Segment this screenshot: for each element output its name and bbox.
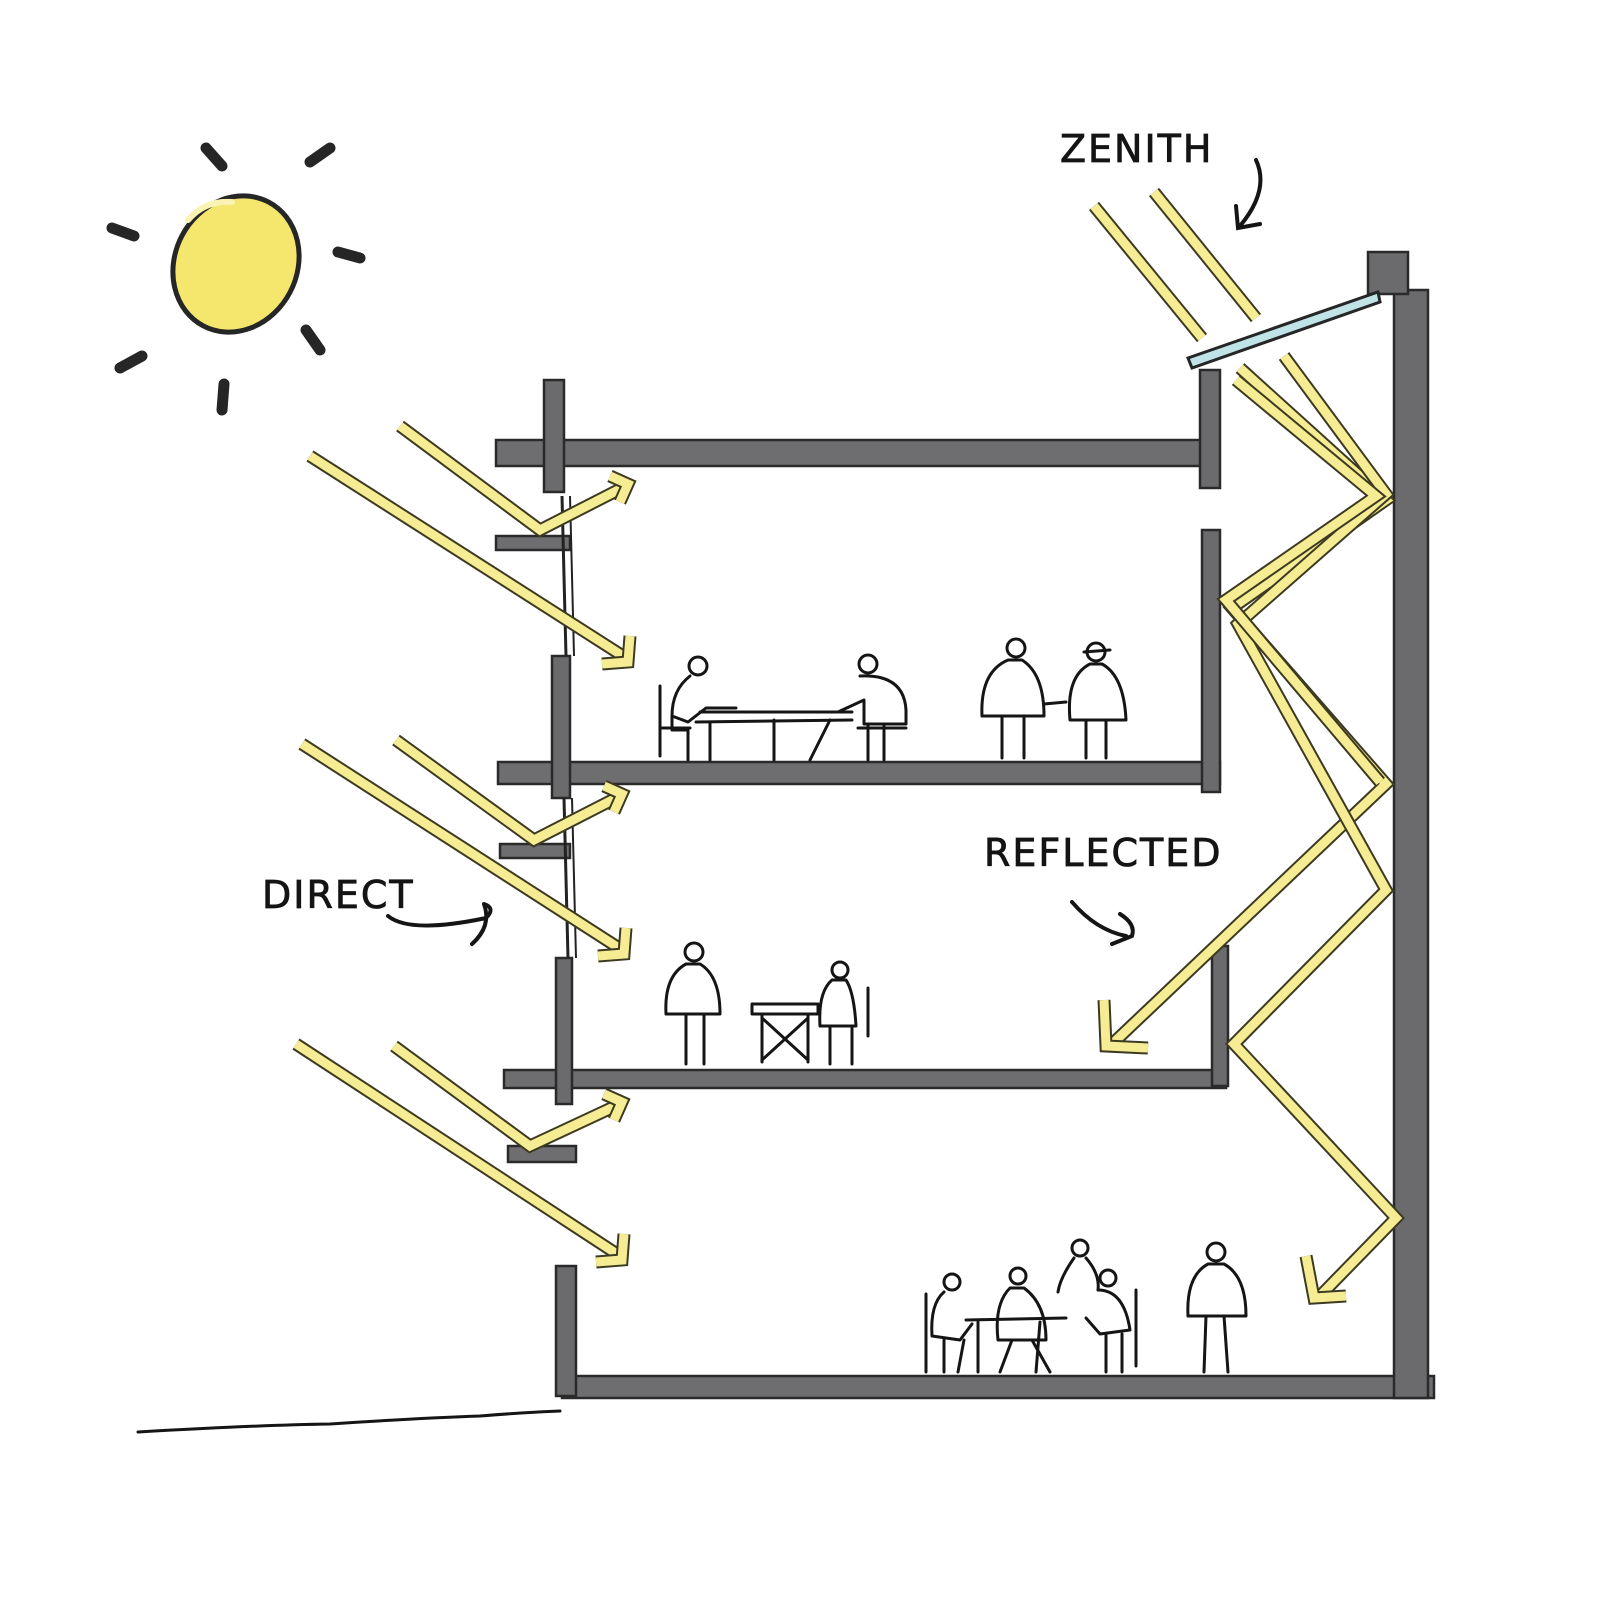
zenith-light-rays — [1088, 187, 1262, 343]
direct-light-rays — [292, 420, 637, 1269]
direct-label-group: DIRECT — [262, 873, 493, 946]
person-figure-icon — [664, 941, 722, 1066]
reflected-pointer-arrow — [1070, 900, 1135, 946]
skylight-glazing — [1186, 290, 1382, 370]
direct-pointer-arrow — [386, 902, 493, 946]
person-figure-icon — [1056, 1238, 1138, 1374]
person-figure-icon — [658, 655, 738, 762]
ground-line — [136, 1409, 562, 1434]
table — [964, 1316, 1068, 1374]
person-figure-icon — [924, 1272, 974, 1374]
person-figure-icon — [1186, 1241, 1248, 1374]
building-structure — [494, 250, 1436, 1400]
zenith-pointer-arrow — [1234, 158, 1263, 231]
reflected-light-rays — [1097, 352, 1405, 1305]
person-figure-icon — [995, 1266, 1052, 1374]
zenith-label-group: ZENITH — [1060, 127, 1263, 231]
zenith-label: ZENITH — [1060, 127, 1213, 171]
sun-icon — [106, 142, 366, 416]
person-figure-icon — [818, 960, 870, 1066]
person-figure-icon — [836, 653, 908, 762]
person-figure-icon — [980, 637, 1046, 760]
reflected-label-group: REFLECTED — [984, 831, 1222, 946]
direct-label: DIRECT — [262, 873, 415, 917]
table — [750, 1002, 820, 1064]
person-figure-icon — [1042, 641, 1128, 760]
meeting-table — [694, 710, 854, 762]
reflected-label: REFLECTED — [984, 831, 1222, 875]
